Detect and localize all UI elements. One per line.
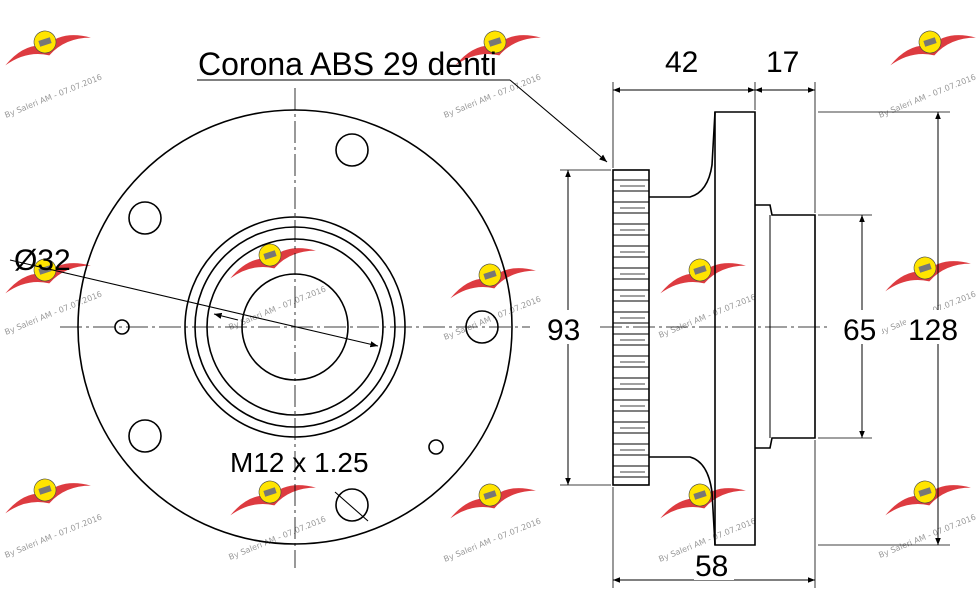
abs-ring-note: Corona ABS 29 denti <box>198 46 497 82</box>
abs-ring-hatch <box>620 185 645 473</box>
diameter-label: Ø32 <box>14 244 71 277</box>
dim-58: 58 <box>695 550 728 583</box>
side-view <box>560 82 950 588</box>
watermark-logo <box>883 17 978 70</box>
watermark-text: By Saleri AM - 07.07.2016 <box>877 513 977 560</box>
watermark-text: By Saleri AM - 07.07.2016 <box>3 513 103 560</box>
watermark-text: By Saleri AM - 07.07.2016 <box>657 293 757 340</box>
watermark-text: By Saleri AM - 07.07.2016 <box>877 73 977 120</box>
abs-note-leader <box>509 79 608 163</box>
watermark-text: By Saleri AM - 07.07.2016 <box>442 517 542 564</box>
watermark-logo <box>653 470 748 523</box>
abs-ring-teeth <box>613 179 649 478</box>
hub-body-outline <box>649 111 756 546</box>
dim-128: 128 <box>908 314 958 347</box>
watermark-text: By Saleri AM - 07.07.2016 <box>3 290 103 337</box>
watermark-logo <box>878 467 973 520</box>
watermark-layer: By Saleri AM - 07.07.2016 By Saleri AM -… <box>0 17 978 564</box>
dim-42: 42 <box>665 46 698 79</box>
dim-93: 93 <box>547 314 580 347</box>
watermark-logo <box>878 243 973 296</box>
extension-lines <box>560 82 950 588</box>
watermark-logo <box>0 17 93 70</box>
watermark-logo <box>443 470 538 523</box>
bolt-hole <box>335 488 369 522</box>
dim-65: 65 <box>843 314 876 347</box>
thread-callout-line <box>334 491 369 522</box>
watermark-logo <box>443 250 538 303</box>
diameter-leader <box>9 259 379 348</box>
bolt-hole <box>335 133 369 167</box>
watermark-text: By Saleri AM - 07.07.2016 <box>442 295 542 342</box>
pilot-outline <box>755 204 816 449</box>
abs-tone-ring <box>612 169 650 486</box>
bolt-hole <box>128 201 162 235</box>
bolt-hole <box>128 419 162 453</box>
front-view <box>9 79 608 568</box>
dim-17: 17 <box>766 46 799 79</box>
labels: Corona ABS 29 denti Ø32 M12 x 1.25 42 17… <box>14 44 968 583</box>
watermark-logo <box>0 465 93 518</box>
thread-label: M12 x 1.25 <box>230 447 369 478</box>
watermark-logo <box>653 245 748 298</box>
pin-hole <box>428 439 444 455</box>
watermark-text: By Saleri AM - 07.07.2016 <box>3 73 103 120</box>
